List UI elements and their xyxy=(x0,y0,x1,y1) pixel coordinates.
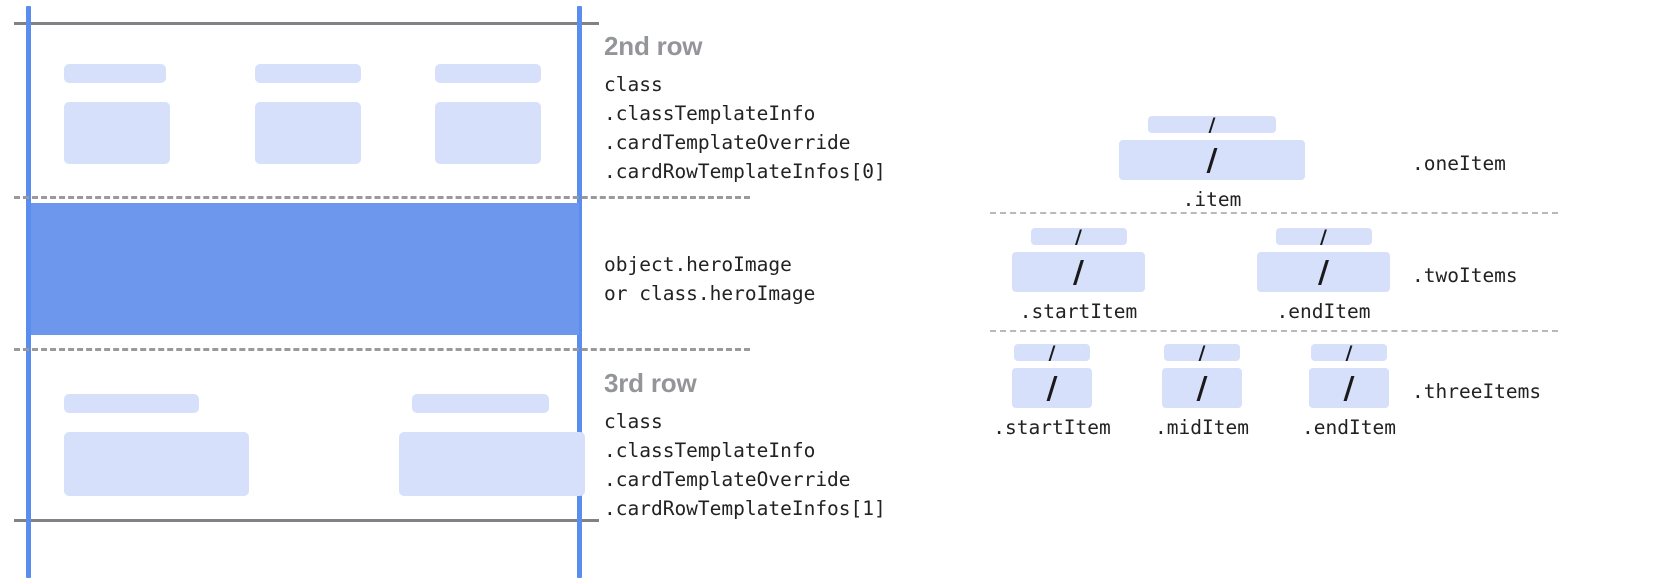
three-items-end-label: .endItem xyxy=(1302,416,1396,439)
item-primary-bar: / xyxy=(1012,368,1092,408)
slash-icon: / xyxy=(1206,142,1218,178)
placeholder-label xyxy=(412,394,549,413)
slash-icon: / xyxy=(1073,254,1084,290)
item-primary-bar: / xyxy=(1257,252,1390,292)
second-row-code-line: .cardTemplateOverride xyxy=(604,130,851,154)
card-top-rule xyxy=(14,22,599,25)
slash-icon: / xyxy=(1075,228,1082,245)
second-row-title: 2nd row xyxy=(604,31,703,61)
card-bottom-rule xyxy=(14,519,599,522)
placeholder-label xyxy=(435,64,541,83)
second-row-annotation: 2nd row class .classTemplateInfo .cardTe… xyxy=(604,32,886,186)
third-row-code-line: .classTemplateInfo xyxy=(604,438,816,462)
three-items-start-label: .startItem xyxy=(993,416,1111,439)
three-items-mid-slot: / / .midItem xyxy=(1155,344,1249,439)
slash-icon: / xyxy=(1048,344,1056,361)
third-row-code-line: .cardRowTemplateInfos[1] xyxy=(604,496,886,520)
three-items-mid-label: .midItem xyxy=(1155,416,1249,439)
row-separator-top xyxy=(14,196,750,199)
item-primary-bar: / xyxy=(1309,368,1389,408)
item-primary-bar: / xyxy=(1162,368,1242,408)
slash-icon: / xyxy=(1208,116,1216,133)
slash-icon: / xyxy=(1318,254,1329,290)
third-row-code-line: class xyxy=(604,409,663,433)
placeholder-label xyxy=(64,64,166,83)
item-secondary-bar: / xyxy=(1148,116,1276,133)
slash-icon: / xyxy=(1046,370,1058,406)
placeholder-block xyxy=(64,102,170,164)
one-item-group-label: .oneItem xyxy=(1412,152,1506,175)
one-item-slot: / / .item xyxy=(1119,116,1305,211)
third-row-annotation: 3rd row class .classTemplateInfo .cardTe… xyxy=(604,369,886,523)
slash-icon: / xyxy=(1345,344,1353,361)
placeholder-block xyxy=(255,102,361,164)
card-left-guide xyxy=(26,6,31,578)
hero-image-code-line: or class.heroImage xyxy=(604,282,816,305)
placeholder-block xyxy=(399,432,585,496)
group-separator xyxy=(990,212,1558,214)
item-primary-bar: / xyxy=(1119,140,1305,180)
hero-image-annotation: object.heroImage or class.heroImage xyxy=(604,250,815,308)
two-items-group-label: .twoItems xyxy=(1412,264,1518,287)
second-row-code-line: class xyxy=(604,72,663,96)
three-items-group-label: .threeItems xyxy=(1412,380,1542,403)
two-items-start-label: .startItem xyxy=(1019,300,1138,323)
second-row-code-line: .classTemplateInfo xyxy=(604,101,816,125)
second-row-band xyxy=(33,60,582,180)
slash-icon: / xyxy=(1196,370,1208,406)
hero-image-code-line: object.heroImage xyxy=(604,253,792,276)
card-right-guide xyxy=(577,6,582,578)
placeholder-label xyxy=(64,394,199,413)
third-row-title: 3rd row xyxy=(604,368,697,398)
item-secondary-bar: / xyxy=(1275,228,1372,245)
slash-icon: / xyxy=(1320,228,1327,245)
two-items-end-label: .endItem xyxy=(1276,300,1371,323)
card-template-rows-diagram xyxy=(0,0,750,584)
second-row-code-line: .cardRowTemplateInfos[0] xyxy=(604,159,886,183)
one-item-label: .item xyxy=(1182,188,1242,211)
placeholder-block xyxy=(64,432,249,496)
item-secondary-bar: / xyxy=(1164,344,1240,361)
item-secondary-bar: / xyxy=(1311,344,1387,361)
third-row-band xyxy=(33,390,585,510)
slash-icon: / xyxy=(1198,344,1206,361)
item-secondary-bar: / xyxy=(1014,344,1090,361)
row-separator-bottom xyxy=(14,348,750,351)
placeholder-label xyxy=(255,64,361,83)
item-secondary-bar: / xyxy=(1030,228,1127,245)
three-items-start-slot: / / .startItem xyxy=(993,344,1111,439)
hero-image-band xyxy=(31,203,579,335)
three-items-end-slot: / / .endItem xyxy=(1302,344,1396,439)
item-primary-bar: / xyxy=(1012,252,1145,292)
placeholder-block xyxy=(435,102,541,164)
group-separator xyxy=(990,330,1558,332)
third-row-code-line: .cardTemplateOverride xyxy=(604,467,851,491)
slash-icon: / xyxy=(1343,370,1355,406)
two-items-start-slot: / / .startItem xyxy=(1012,228,1145,323)
row-item-layouts-diagram: / / .item .oneItem / / .startItem / / .e… xyxy=(960,0,1676,584)
two-items-end-slot: / / .endItem xyxy=(1257,228,1390,323)
